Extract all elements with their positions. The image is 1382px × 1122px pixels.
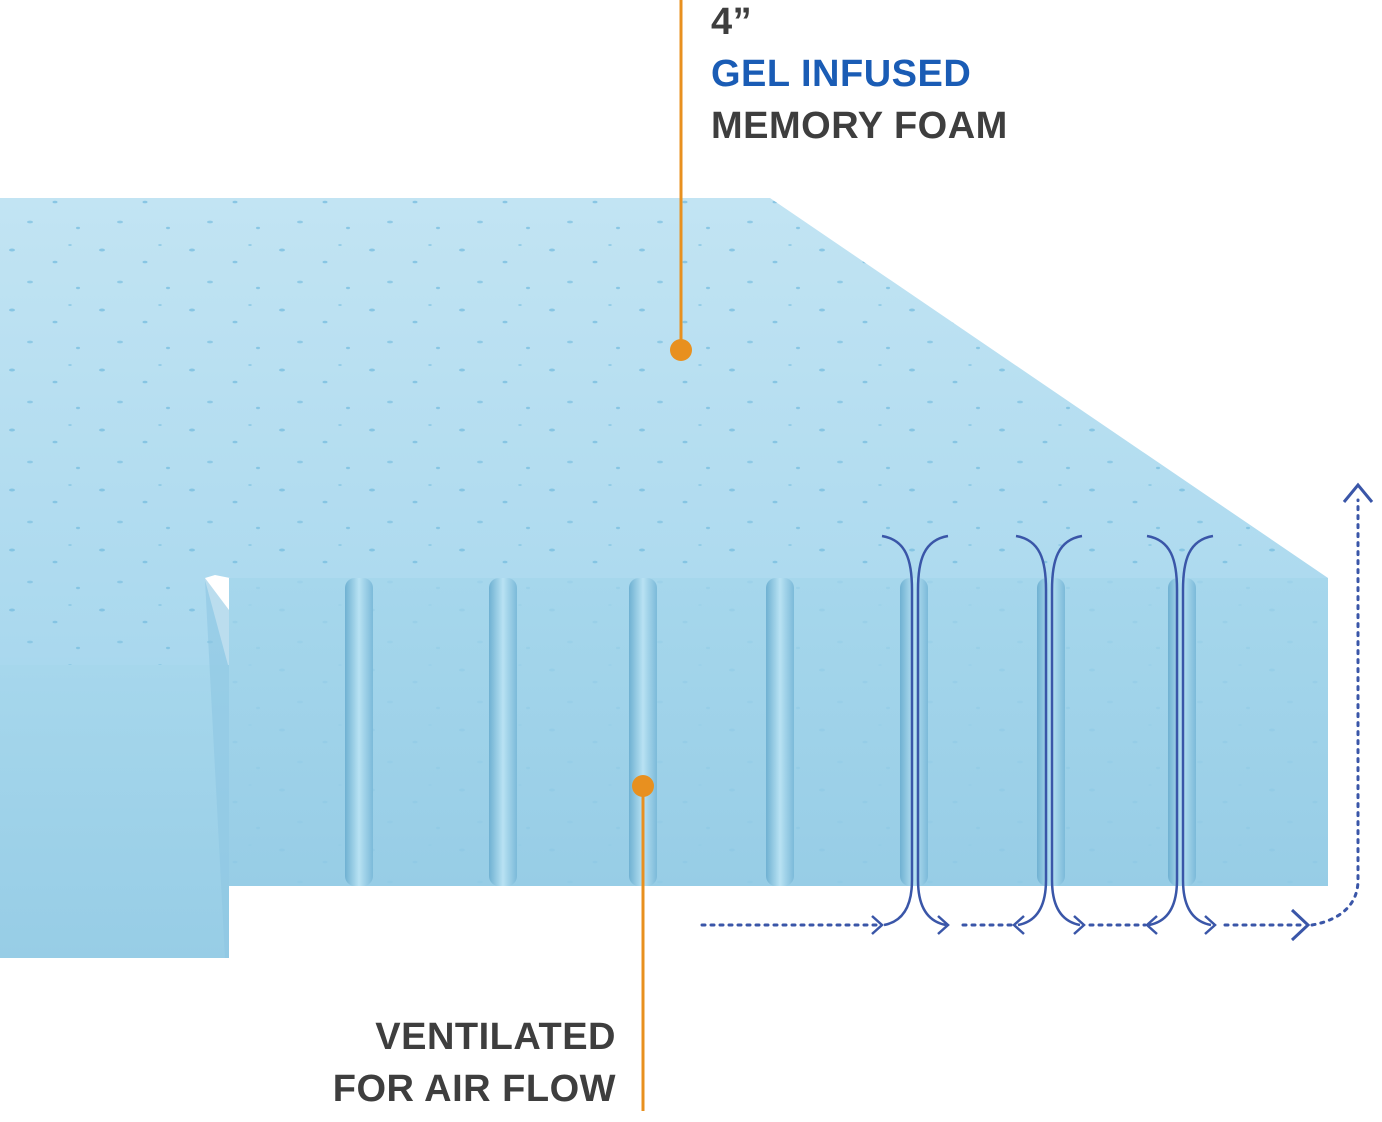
ventilated-callout: VENTILATED FOR AIR FLOW bbox=[333, 1018, 616, 1122]
air-flow-label: FOR AIR FLOW bbox=[332, 1068, 616, 1110]
gel-infused-label: GEL INFUSED bbox=[711, 53, 972, 95]
foam-left-block bbox=[0, 665, 229, 958]
top-callout-dot bbox=[670, 339, 692, 361]
thickness-label: 4” bbox=[711, 1, 753, 43]
bottom-callout-dot bbox=[632, 775, 654, 797]
memory-foam-label: MEMORY FOAM bbox=[711, 105, 1008, 147]
airflow-arrows bbox=[700, 482, 1374, 942]
ventilated-label: VENTILATED bbox=[375, 1016, 616, 1058]
